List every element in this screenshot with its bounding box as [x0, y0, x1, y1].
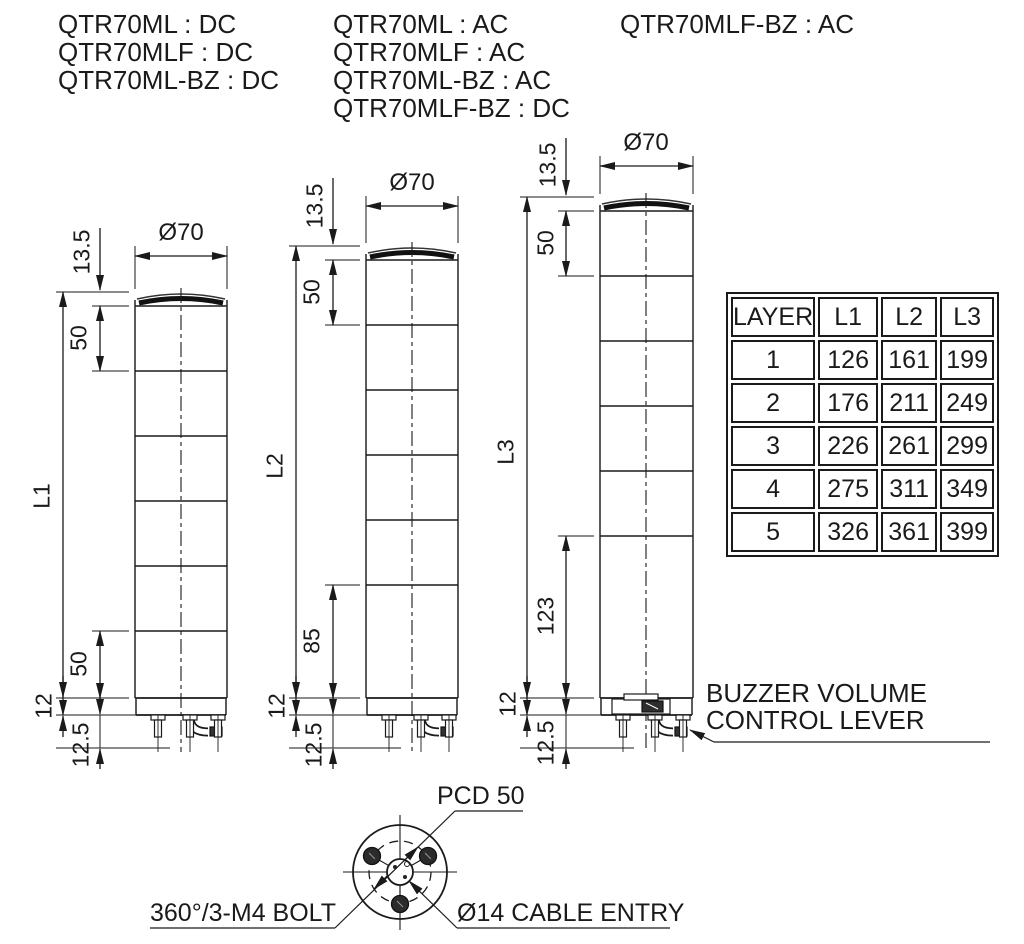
- bottom-view: [343, 815, 457, 930]
- dim-cap-height-t1: 13.5: [68, 229, 95, 275]
- tower3-dimensions: [520, 138, 694, 769]
- bolt-label: 360°/3-M4 BOLT: [150, 899, 336, 927]
- dim-under-base-t3: 12.5: [532, 720, 559, 766]
- cable-entry-label: Ø14 CABLE ENTRY: [457, 899, 685, 927]
- table-cell: 1: [731, 340, 816, 380]
- layer-length-table: LAYER L1 L2 L3 1 126 161 199 2 176 211 2…: [726, 292, 1000, 557]
- table-cell: 275: [818, 469, 879, 509]
- table-cell: 399: [940, 512, 995, 552]
- model-label: QTR70MLF : AC: [333, 37, 526, 67]
- dim-diameter-t3: Ø70: [623, 129, 669, 156]
- tower3-studs: [615, 714, 691, 752]
- dim-overall-t3: L3: [492, 439, 519, 465]
- table-cell: 176: [818, 383, 879, 423]
- dim-overall-t1: L1: [28, 483, 55, 509]
- table-cell: 126: [818, 340, 879, 380]
- tower1-studs: [150, 714, 226, 752]
- model-list-bz-ac: QTR70MLF-BZ : AC: [620, 10, 854, 38]
- model-label: QTR70ML-BZ : AC: [333, 65, 552, 95]
- table-cell: 349: [940, 469, 995, 509]
- model-label: QTR70MLF-BZ : AC: [620, 9, 855, 39]
- dim-base-height-t1: 12: [30, 693, 57, 719]
- tower3-buzzer-lever: [611, 693, 671, 715]
- bottom-view-leaders: [150, 810, 670, 929]
- dim-top-segment-t1: 50: [65, 325, 92, 351]
- table-header-row: LAYER L1 L2 L3: [731, 297, 995, 337]
- tower1-dimensions: [56, 228, 228, 769]
- model-label: QTR70MLF : DC: [58, 37, 254, 67]
- dim-under-base-t2: 12.5: [300, 722, 327, 768]
- table-row: 5 326 361 399: [731, 512, 995, 552]
- dim-bottom-section-t3: 123: [532, 596, 559, 636]
- dim-overall-t2: L2: [261, 453, 288, 479]
- model-list-dc: QTR70ML : DC QTR70MLF : DC QTR70ML-BZ : …: [58, 10, 279, 94]
- model-label: QTR70ML-BZ : DC: [58, 65, 280, 95]
- table-header-cell: L3: [940, 297, 995, 337]
- table-header-cell: L1: [818, 297, 879, 337]
- buzzer-callout: BUZZER VOLUME CONTROL LEVER: [706, 680, 927, 734]
- dim-cap-height-t3: 13.5: [534, 142, 561, 188]
- buzzer-callout-line2: CONTROL LEVER: [706, 705, 925, 735]
- table-cell: 199: [940, 340, 995, 380]
- table-cell: 161: [881, 340, 938, 380]
- table-cell: 211: [881, 383, 938, 423]
- dim-bottom-section-t1: 50: [65, 651, 92, 677]
- dim-base-height-t3: 12: [494, 691, 521, 717]
- dim-under-base-t1: 12.5: [67, 722, 94, 768]
- table-cell: 2: [731, 383, 816, 423]
- model-label: QTR70MLF-BZ : DC: [333, 93, 570, 123]
- table-cell: 3: [731, 426, 816, 466]
- model-label: QTR70ML : DC: [58, 9, 237, 39]
- dim-diameter-t2: Ø70: [389, 169, 435, 196]
- dim-top-segment-t2: 50: [298, 279, 325, 305]
- dim-base-height-t2: 12: [263, 693, 290, 719]
- buzzer-leader: [689, 729, 990, 743]
- table-row: 1 126 161 199: [731, 340, 995, 380]
- buzzer-callout-line1: BUZZER VOLUME: [706, 678, 928, 708]
- dim-top-segment-t3: 50: [532, 230, 559, 256]
- dim-cap-height-t2: 13.5: [301, 183, 328, 229]
- dim-diameter-t1: Ø70: [158, 219, 204, 246]
- table-cell: 261: [881, 426, 938, 466]
- tower2-dimensions: [289, 178, 459, 769]
- table-cell: 226: [818, 426, 879, 466]
- table-cell: 4: [731, 469, 816, 509]
- model-list-ac: QTR70ML : AC QTR70MLF : AC QTR70ML-BZ : …: [333, 10, 570, 122]
- pcd-label: PCD 50: [437, 782, 525, 810]
- table-row: 2 176 211 249: [731, 383, 995, 423]
- table-cell: 5: [731, 512, 816, 552]
- tower2-studs: [381, 714, 457, 752]
- table-header-cell: L2: [881, 297, 938, 337]
- table-cell: 249: [940, 383, 995, 423]
- table-row: 4 275 311 349: [731, 469, 995, 509]
- dim-bottom-section-t2: 85: [298, 628, 325, 654]
- table-row: 3 226 261 299: [731, 426, 995, 466]
- table-header-cell: LAYER: [731, 297, 816, 337]
- table-cell: 311: [881, 469, 938, 509]
- table-cell: 326: [818, 512, 879, 552]
- table-cell: 299: [940, 426, 995, 466]
- table-cell: 361: [881, 512, 938, 552]
- model-label: QTR70ML : AC: [333, 9, 509, 39]
